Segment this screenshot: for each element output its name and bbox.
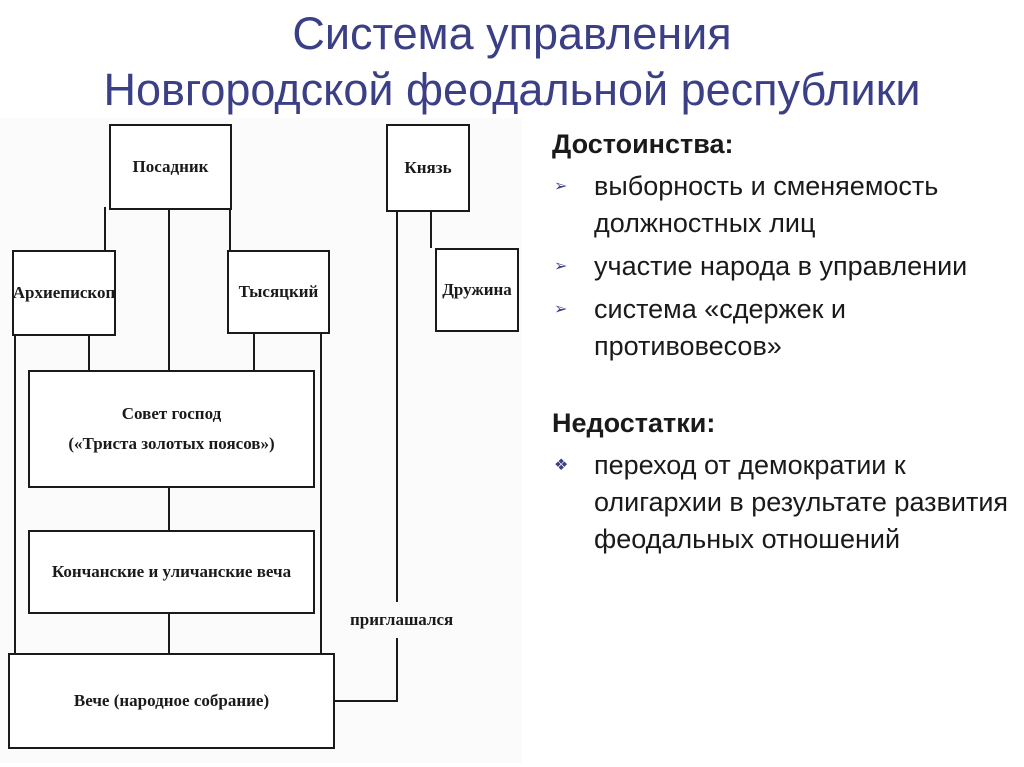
connector-line: [396, 638, 398, 702]
arhiepiskop-label: Архиепископ: [12, 283, 116, 302]
konchanskie-veche-label: Кончанские и уличанские веча: [51, 562, 292, 581]
diamond-dots-bullet-icon: ❖: [554, 457, 569, 474]
connector-line: [430, 210, 432, 248]
advantage-text: система «сдержек и противовесов»: [594, 294, 847, 361]
sovet-gospod-box: Совет господ («Триста золотых поясов»): [28, 370, 315, 488]
arrowhead-bullet-icon: ➢: [554, 178, 568, 195]
list-item: ➢ выборность и сменяемость должностных л…: [552, 168, 1012, 242]
arrowhead-bullet-icon: ➢: [554, 258, 568, 275]
disadvantages-list: ❖ переход от демократии к олигархии в ре…: [552, 447, 1012, 558]
list-item: ❖ переход от демократии к олигархии в ре…: [552, 447, 1012, 558]
druzhina-label: Дружина: [442, 280, 512, 299]
list-item: ➢ участие народа в управлении: [552, 248, 1012, 285]
list-item: ➢ система «сдержек и противовесов»: [552, 291, 1012, 365]
connector-line: [168, 207, 170, 370]
druzhina-box: Дружина: [435, 248, 519, 332]
knyaz-box: Князь: [386, 124, 470, 212]
slide-title: Система управления Новгородской феодальн…: [0, 6, 1024, 118]
sovet-gospod-label: Совет господ: [121, 404, 222, 423]
connector-line: [168, 613, 170, 653]
disadvantages-heading: Недостатки:: [552, 408, 716, 438]
slide-title-line1: Система управления: [292, 8, 732, 59]
connector-line: [396, 210, 398, 602]
connector-line: [104, 207, 106, 251]
konchanskie-veche-box: Кончанские и уличанские веча: [28, 530, 315, 614]
arrowhead-bullet-icon: ➢: [554, 301, 568, 318]
text-panel: Достоинства: ➢ выборность и сменяемость …: [552, 126, 1012, 558]
advantage-text: выборность и сменяемость должностных лиц: [594, 171, 939, 238]
posadnik-label: Посадник: [132, 157, 209, 176]
connector-line: [168, 487, 170, 531]
tysyatskiy-box: Тысяцкий: [227, 250, 330, 334]
connector-line: [88, 333, 90, 370]
veche-box: Вече (народное собрание): [8, 653, 335, 749]
knyaz-label: Князь: [404, 158, 452, 177]
connector-line: [320, 333, 322, 653]
disadvantage-text: переход от демократии к олигархии в резу…: [594, 450, 1009, 554]
connector-line: [229, 207, 231, 251]
posadnik-box: Посадник: [109, 124, 232, 210]
sovet-gospod-sublabel: («Триста золотых поясов»): [68, 434, 275, 453]
advantages-heading: Достоинства:: [552, 129, 734, 159]
tysyatskiy-label: Тысяцкий: [238, 282, 319, 301]
advantages-list: ➢ выборность и сменяемость должностных л…: [552, 168, 1012, 365]
connector-line: [14, 333, 16, 653]
slide-title-line2: Новгородской феодальной республики: [103, 64, 921, 115]
connector-line: [253, 333, 255, 370]
arhiepiskop-box: Архиепископ: [12, 250, 116, 336]
advantage-text: участие народа в управлении: [594, 251, 968, 281]
veche-label: Вече (народное собрание): [73, 691, 270, 710]
priglashalsya-label: приглашался: [350, 610, 454, 629]
connector-line: [334, 700, 398, 702]
